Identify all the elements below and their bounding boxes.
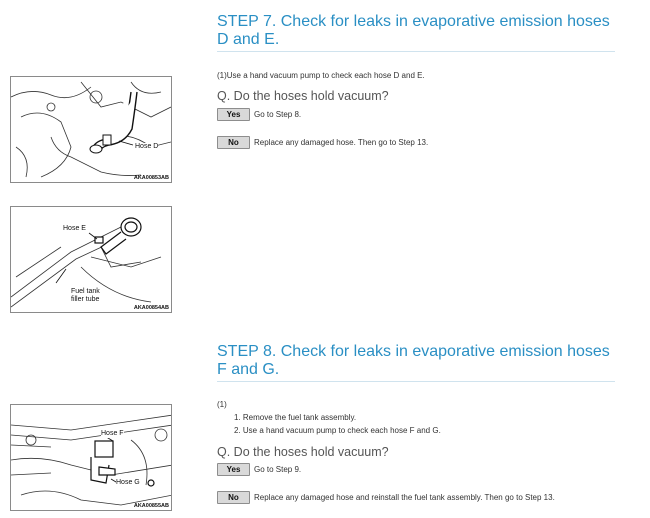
no-result-text: Replace any damaged hose. Then go to Ste… [254, 138, 429, 147]
yes-result-text: Go to Step 8. [254, 110, 302, 119]
step7-question: Q. Do the hoses hold vacuum? [217, 89, 389, 103]
yes-button[interactable]: Yes [217, 463, 250, 476]
no-result-text: Replace any damaged hose and reinstall t… [254, 493, 555, 502]
step7-title: STEP 7. Check for leaks in evaporative e… [217, 13, 615, 52]
yes-button[interactable]: Yes [217, 108, 250, 121]
figure-hose-d: Hose D AKA00853AB [10, 76, 172, 183]
step8-substep-1: 1. Remove the fuel tank assembly. [234, 413, 357, 422]
figure-hose-e: Hose E Fuel tank filler tube AKA00854AB [10, 206, 172, 313]
hose-e-diagram [11, 217, 162, 308]
figure-hose-f-g: Hose F Hose G AKA00855AB [10, 404, 172, 511]
figure-code: AKA00855AB [133, 503, 169, 509]
hose-e-label: Hose E [63, 225, 86, 233]
step8-substep-2: 2. Use a hand vacuum pump to check each … [234, 426, 441, 435]
hose-g-label: Hose G [116, 479, 140, 487]
step8-instruction: (1) [217, 400, 227, 409]
hose-f-g-diagram [11, 414, 171, 506]
no-button[interactable]: No [217, 491, 250, 504]
figure-code: AKA00854AB [133, 305, 169, 311]
step8-question: Q. Do the hoses hold vacuum? [217, 445, 389, 459]
hose-f-label: Hose F [101, 430, 124, 438]
hose-d-diagram [11, 81, 171, 178]
fuel-tank-filler-tube-label: Fuel tank filler tube [71, 288, 100, 303]
step8-title: STEP 8. Check for leaks in evaporative e… [217, 343, 615, 382]
yes-result-text: Go to Step 9. [254, 465, 302, 474]
no-button[interactable]: No [217, 136, 250, 149]
hose-d-label: Hose D [135, 143, 159, 151]
step7-instruction: (1)Use a hand vacuum pump to check each … [217, 71, 425, 80]
figure-code: AKA00853AB [133, 175, 169, 181]
